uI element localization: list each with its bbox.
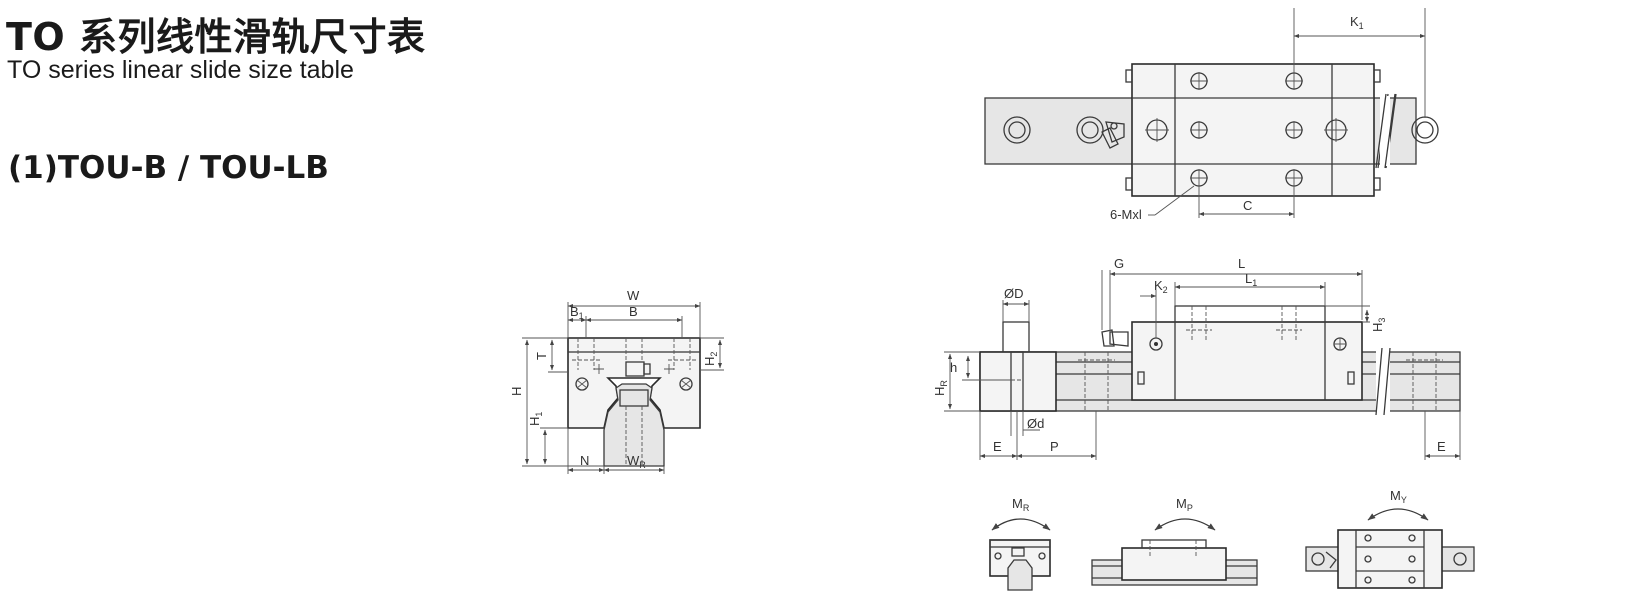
dim-label-h3: H <box>1370 323 1385 332</box>
dim-label-w: W <box>627 288 640 303</box>
tapped-hole <box>1145 72 1348 187</box>
dim-label-b: B <box>629 304 638 319</box>
dim-label-e-left: E <box>993 439 1002 454</box>
dim-label-h: H <box>509 387 524 396</box>
dim-label-l: L <box>1238 256 1245 271</box>
model-heading: (1)TOU-B / TOU-LB <box>8 150 329 186</box>
dim-label-h2: H <box>702 357 717 366</box>
page-subtitle: TO series linear slide size table <box>7 56 354 84</box>
side-view: L G L1 K2 H3 ØD h HR Ød E <box>932 256 1461 460</box>
svg-text:WR: WR <box>627 453 646 470</box>
dim-label-h1: H <box>527 417 542 426</box>
moment-label-my: M <box>1390 488 1401 503</box>
svg-text:MP: MP <box>1176 496 1193 513</box>
block-side-view <box>1131 321 1363 401</box>
grease-nipple-front-icon <box>625 361 651 377</box>
moment-icon-my: MY <box>1305 488 1475 589</box>
moment-icon-mp: MP <box>1091 496 1258 586</box>
svg-text:K2: K2 <box>1154 278 1168 295</box>
svg-text:H2: H2 <box>702 352 719 366</box>
svg-text:B1: B1 <box>570 304 584 321</box>
grease-nipple-side-icon <box>1101 329 1129 347</box>
dim-label-k2: K <box>1154 278 1163 293</box>
svg-text:H3: H3 <box>1370 318 1387 332</box>
svg-text:MR: MR <box>1012 496 1030 513</box>
dim-label-t: T <box>534 352 549 360</box>
rail-front-view <box>603 383 665 467</box>
dim-label-p: P <box>1050 439 1059 454</box>
dim-label-n: N <box>580 453 589 468</box>
dim-label-k1: K <box>1350 14 1359 29</box>
dim-label-h-small: h <box>950 360 957 375</box>
moment-icon-mr: MR <box>989 496 1051 591</box>
svg-text:H1: H1 <box>527 412 544 426</box>
dim-label-g: G <box>1114 256 1124 271</box>
dim-label-e-right: E <box>1437 439 1446 454</box>
page-title: TO 系列线性滑轨尺寸表 <box>6 15 426 59</box>
dim-label-mxl: 6-Mxl <box>1110 207 1142 222</box>
tapped-hole-front <box>575 364 693 391</box>
dim-label-hr: H <box>932 387 947 396</box>
dim-label-l1: L <box>1245 271 1252 286</box>
rail-hole-left <box>1003 116 1031 144</box>
svg-text:K1: K1 <box>1350 14 1364 31</box>
moment-label-mr: M <box>1012 496 1023 511</box>
grease-port-icon <box>1149 337 1347 351</box>
rail-hole-middle <box>1076 116 1104 144</box>
grease-nipple-icon <box>1101 121 1125 149</box>
dim-label-b1: B <box>570 304 579 319</box>
svg-text:L1: L1 <box>1245 271 1257 288</box>
moment-label-mp: M <box>1176 496 1187 511</box>
svg-text:HR: HR <box>932 380 949 396</box>
dim-label-wr: W <box>627 453 640 468</box>
dim-label-d-small: Ød <box>1027 416 1044 431</box>
top-view: K1 C 6-Mxl <box>984 8 1439 222</box>
dim-label-c: C <box>1243 198 1252 213</box>
svg-text:MY: MY <box>1390 488 1407 505</box>
dim-label-od: ØD <box>1004 286 1024 301</box>
front-view: W B1 B T H2 H H1 N WR <box>509 288 724 474</box>
